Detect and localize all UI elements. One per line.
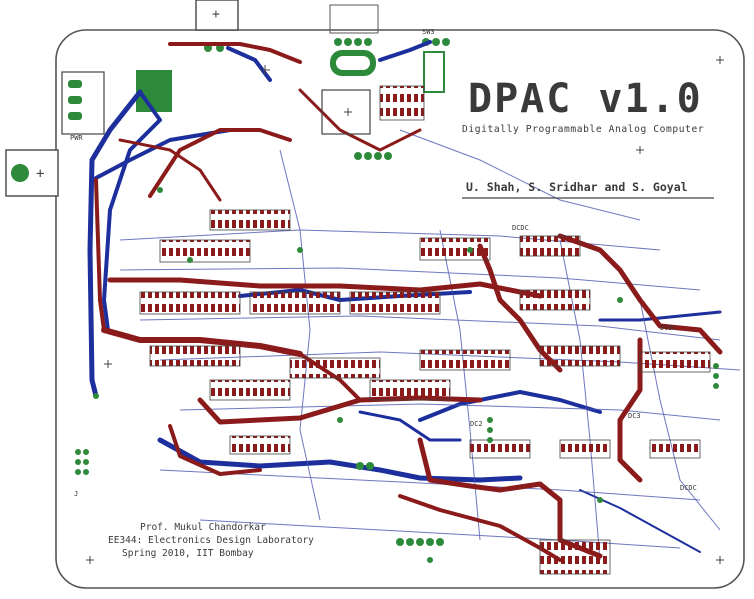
credit-line-2: EE344: Electronics Design Laboratory — [108, 535, 314, 546]
credit-line-3: Spring 2010, IIT Bombay — [122, 548, 254, 559]
ic-packages — [139, 85, 711, 575]
ref-label: SW3 — [422, 28, 435, 36]
ref-label: DC2 — [470, 420, 483, 428]
credit-line-1: Prof. Mukul Chandorkar — [140, 522, 266, 533]
ref-label: DCDC — [512, 224, 529, 232]
svg-text:+: + — [212, 7, 220, 22]
regulator-block — [61, 70, 172, 135]
vias — [75, 187, 719, 563]
power-jack: + — [5, 149, 59, 197]
ref-label: J — [74, 490, 78, 498]
ref-label: DCDC — [680, 484, 697, 492]
board-title: DPAC v1.0 — [468, 76, 703, 122]
top-copper-traces — [94, 42, 723, 562]
top-connector: + — [195, 0, 239, 31]
ref-label: PWR — [70, 134, 83, 142]
mounting-marks — [86, 56, 724, 564]
svg-text:+: + — [36, 166, 44, 182]
board-authors: U. Shah, S. Sridhar and S. Goyal — [466, 180, 688, 194]
ref-label: DCDC — [660, 324, 677, 332]
board-subtitle: Digitally Programmable Analog Computer — [462, 124, 704, 135]
ref-label: DC3 — [628, 412, 641, 420]
bottom-copper-traces — [87, 40, 722, 553]
